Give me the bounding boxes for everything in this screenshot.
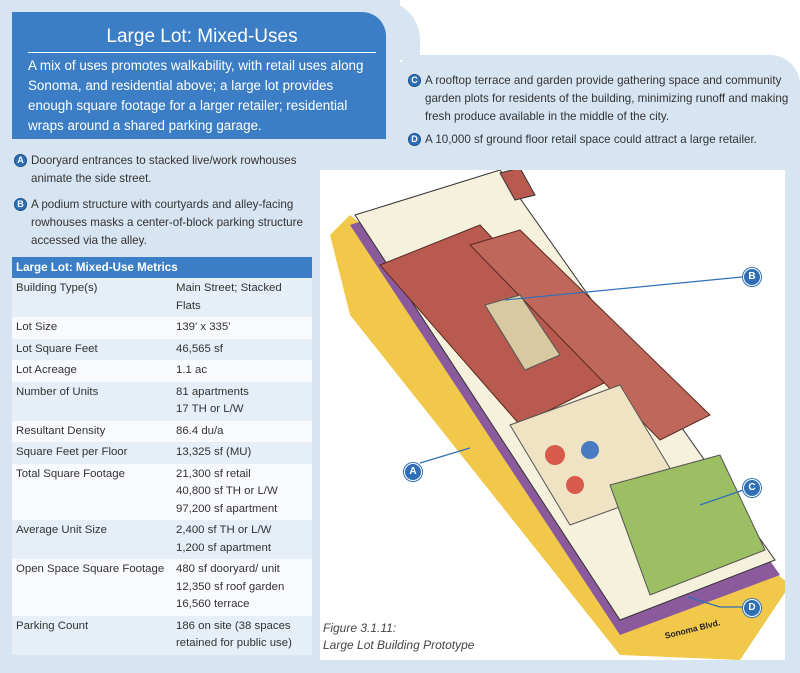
badge-b-icon: B — [14, 198, 27, 211]
metric-value: 186 on site (38 spaces retained for publ… — [172, 615, 312, 655]
marker-c-icon: C — [743, 479, 761, 497]
roof-garden — [609, 454, 766, 596]
metrics-table: Large Lot: Mixed-Use Metrics Building Ty… — [12, 257, 312, 655]
leader-b — [504, 275, 753, 301]
badge-a-icon: A — [14, 154, 27, 167]
note-a: A Dooryard entrances to stacked live/wor… — [14, 152, 311, 188]
figure-caption: Figure 3.1.11: Large Lot Building Protot… — [323, 620, 474, 654]
marker-d-icon: D — [743, 599, 761, 617]
page-title: Large Lot: Mixed-Uses — [28, 12, 376, 53]
courtyard — [484, 294, 561, 371]
metric-label: Square Feet per Floor — [12, 442, 172, 464]
badge-c-icon: C — [408, 74, 421, 87]
intro-box: Large Lot: Mixed-Uses A mix of uses prom… — [12, 12, 386, 139]
metric-label: Lot Square Feet — [12, 338, 172, 360]
metric-label: Average Unit Size — [12, 520, 172, 559]
metric-label: Resultant Density — [12, 420, 172, 442]
note-text: A 10,000 sf ground floor retail space co… — [425, 133, 757, 146]
tower-roof — [499, 167, 536, 201]
leader-a — [419, 447, 471, 464]
metric-label: Total Square Footage — [12, 463, 172, 520]
intro-text: A mix of uses promotes walkability, with… — [28, 58, 364, 133]
metric-value: 86.4 du/a — [172, 420, 312, 442]
roof-east — [469, 229, 711, 441]
metric-label: Lot Size — [12, 317, 172, 339]
badge-d-icon: D — [408, 133, 421, 146]
note-text: Dooryard entrances to stacked live/work … — [31, 154, 297, 185]
note-text: A podium structure with courtyards and a… — [31, 198, 303, 247]
marker-a-icon: A — [404, 463, 422, 481]
metric-label: Building Type(s) — [12, 278, 172, 317]
umbrella — [566, 476, 584, 494]
caption-number: Figure 3.1.11: — [323, 621, 397, 635]
metric-label: Number of Units — [12, 381, 172, 421]
metric-value: Main Street; Stacked Flats — [172, 278, 312, 317]
metric-value: 21,300 sf retail 40,800 sf TH or L/W 97,… — [172, 463, 312, 520]
metric-value: 81 apartments 17 TH or L/W — [172, 381, 312, 421]
note-d: D A 10,000 sf ground floor retail space … — [408, 131, 800, 149]
metrics-table-title: Large Lot: Mixed-Use Metrics — [12, 257, 312, 278]
note-text: A rooftop terrace and garden provide gat… — [425, 74, 789, 123]
metric-label: Parking Count — [12, 615, 172, 655]
note-c: C A rooftop terrace and garden provide g… — [408, 72, 797, 126]
building-illustration: B A C D — [320, 167, 790, 660]
leader-d — [687, 596, 752, 608]
umbrella — [545, 445, 565, 465]
umbrella — [581, 441, 599, 459]
marker-b-icon: B — [743, 268, 761, 286]
caption-title: Large Lot Building Prototype — [323, 638, 475, 652]
note-b: B A podium structure with courtyards and… — [14, 196, 321, 250]
metric-value: 480 sf dooryard/ unit 12,350 sf roof gar… — [172, 559, 312, 616]
table-row: Building Type(s)Main Street; Stacked Fla… — [12, 278, 312, 317]
metric-value: 1.1 ac — [172, 360, 312, 382]
metric-label: Lot Acreage — [12, 360, 172, 382]
metric-label: Open Space Square Footage — [12, 559, 172, 616]
metric-value: 46,565 sf — [172, 338, 312, 360]
building-drawing — [330, 167, 790, 660]
metric-value: 2,400 sf TH or L/W 1,200 sf apartment — [172, 520, 312, 559]
metric-value: 13,325 sf (MU) — [172, 442, 312, 464]
metric-value: 139' x 335' — [172, 317, 312, 339]
